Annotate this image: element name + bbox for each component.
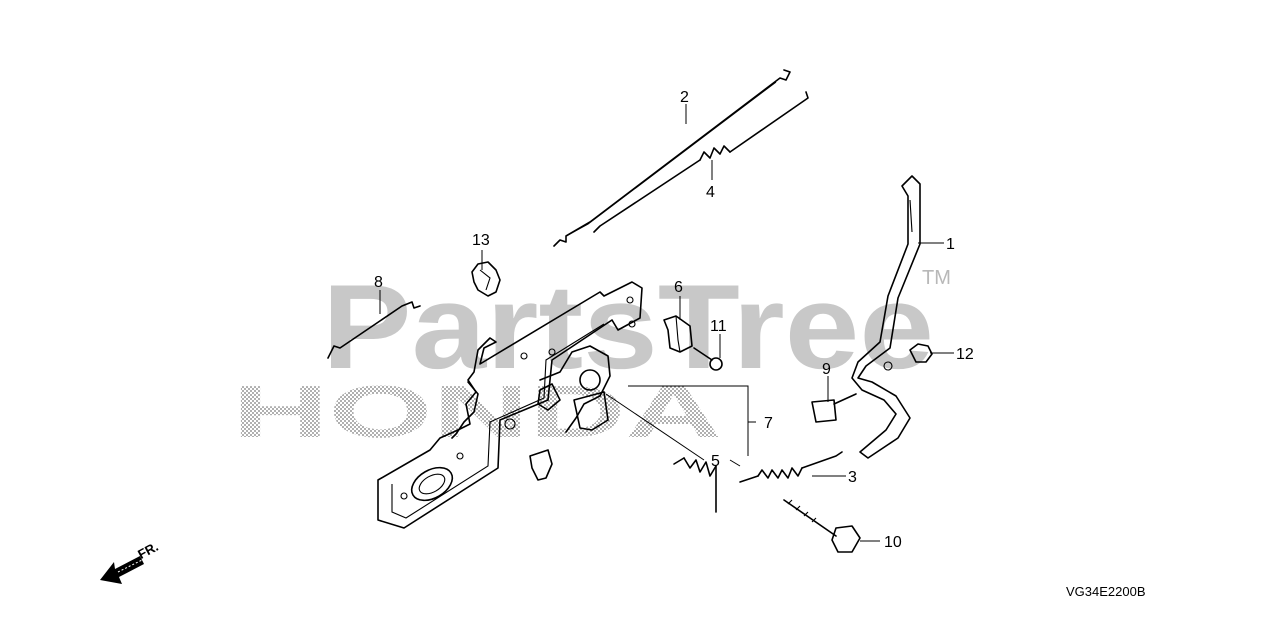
control-base-part [377, 281, 643, 529]
clip-part [471, 261, 501, 297]
control-lever-part [851, 175, 921, 459]
return-spring-part [739, 451, 843, 483]
callout-6: 6 [674, 279, 683, 296]
brand-watermark: PartsTree [322, 260, 934, 394]
front-direction-arrow [100, 556, 144, 584]
callout-4: 4 [706, 184, 715, 201]
governor-spring-lower-part [673, 457, 717, 513]
maker-watermark: HONDA [232, 370, 722, 453]
callout-5: 5 [711, 453, 720, 470]
callout-10: 10 [884, 534, 902, 551]
choke-rod-part [327, 301, 421, 359]
trademark-mark: TM [922, 267, 951, 289]
callout-12: 12 [956, 346, 974, 363]
callout-9: 9 [822, 361, 831, 378]
callout-1: 1 [946, 236, 955, 253]
callout-13: 13 [472, 232, 490, 249]
nut-part [909, 343, 933, 363]
leader-lines [379, 104, 954, 542]
holder-part [811, 393, 857, 423]
callout-8: 8 [374, 274, 383, 291]
callout-11: 11 [710, 318, 727, 335]
figure-code: VG34E2200B [1066, 584, 1146, 599]
governor-spring-part [593, 91, 809, 233]
flange-bolt-part [783, 499, 861, 553]
screw-part [693, 347, 723, 371]
callout-7: 7 [764, 415, 773, 432]
callout-3: 3 [848, 469, 857, 486]
bracket-part [663, 315, 693, 353]
governor-rod-part [553, 69, 791, 247]
callout-2: 2 [680, 89, 689, 106]
